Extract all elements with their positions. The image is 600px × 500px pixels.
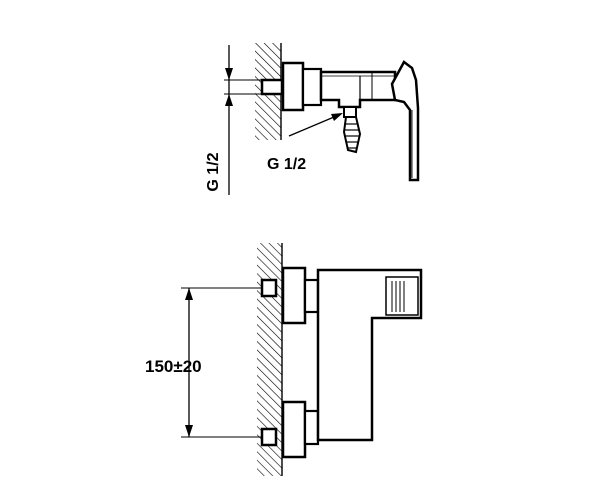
top-escutcheon	[281, 61, 305, 112]
front-view: 150±20	[145, 243, 423, 476]
top-view: G 1/2 G 1/2	[205, 43, 420, 195]
top-mixer-body	[319, 70, 397, 109]
top-spacer	[301, 67, 323, 107]
top-outlet-leader	[288, 113, 343, 137]
top-outlet-dimension-label: G 1/2	[267, 156, 306, 173]
top-wall-connector	[260, 78, 284, 96]
top-lever-handle	[390, 60, 420, 182]
top-outlet-hose	[342, 106, 362, 154]
top-vertical-dimension	[224, 45, 262, 195]
front-spacing-dimension	[181, 287, 262, 438]
top-vertical-dimension-label: G 1/2	[205, 152, 222, 191]
front-lower-connector	[260, 400, 320, 459]
front-spacing-dimension-label: 150±20	[145, 357, 202, 376]
front-lever-handle	[385, 276, 419, 316]
